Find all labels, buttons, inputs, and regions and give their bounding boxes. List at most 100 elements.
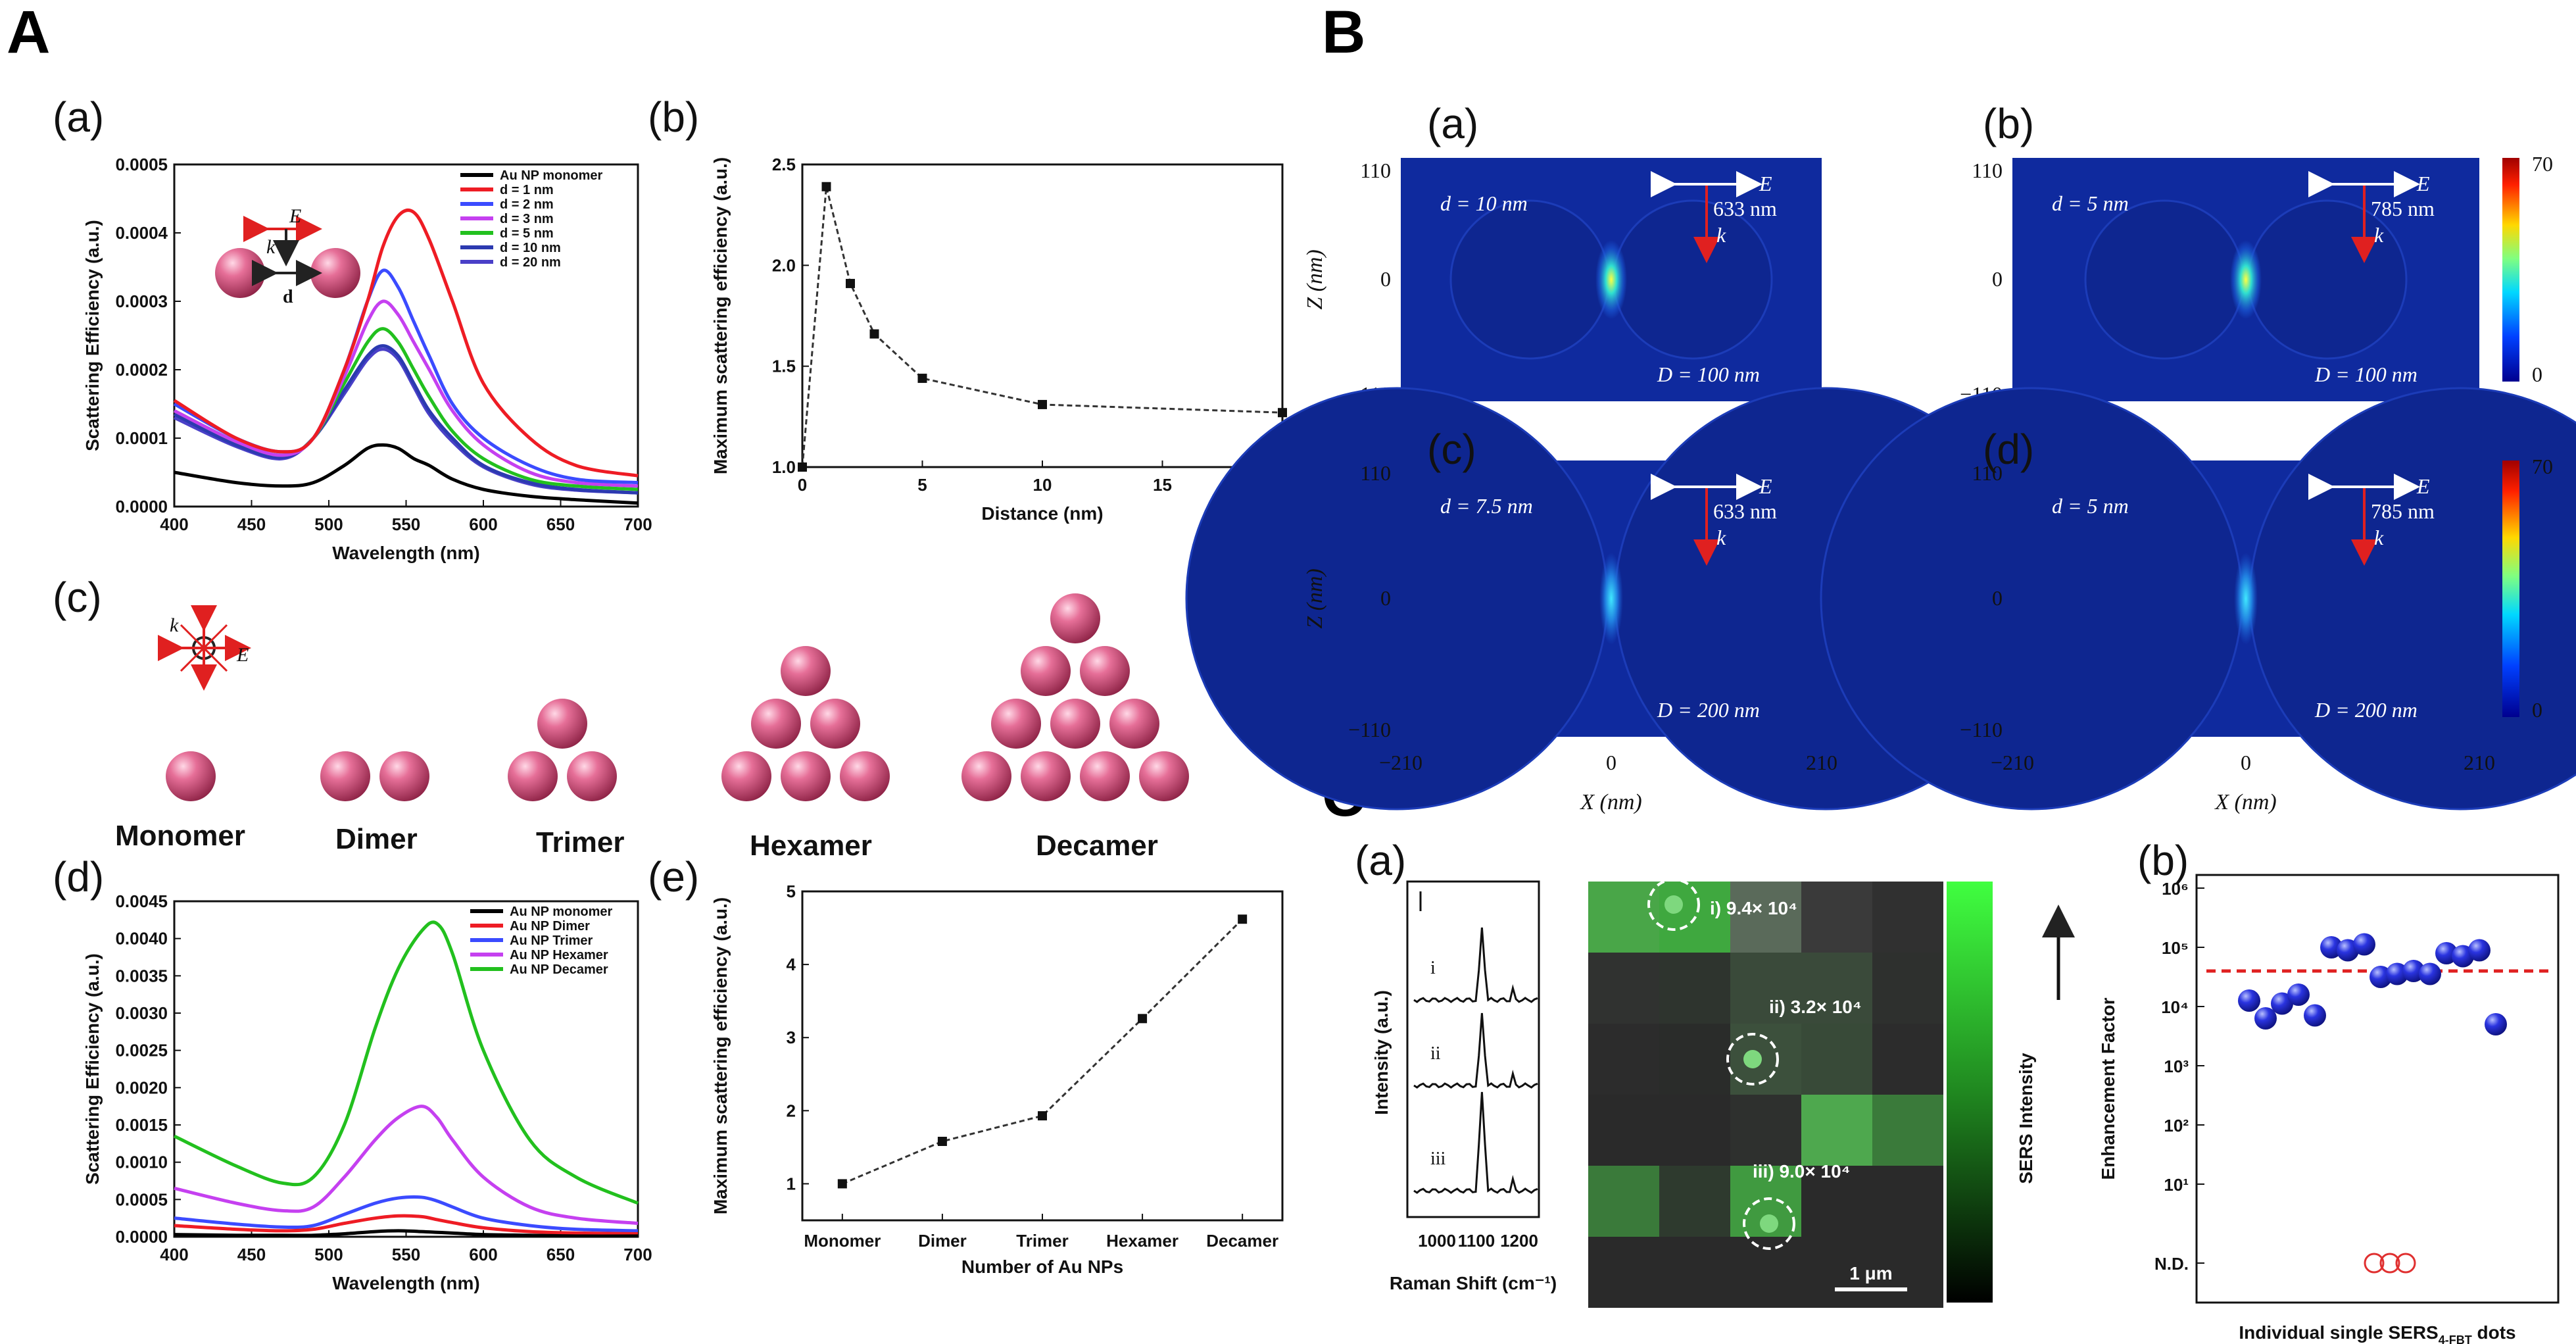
y-axis-label: Maximum scattering efficiency (a.u.) [710,897,731,1214]
series-line [173,920,639,1205]
sers-map-pixel [1872,1095,1943,1166]
x-axis-label: Individual single SERS4-FBT dots [2239,1322,2515,1344]
z-tick-label: −110 [1348,718,1391,741]
sers-map-pixel [1801,1024,1872,1095]
sers-map-pixel [1659,953,1730,1024]
sers-map-pixel [1659,1095,1730,1166]
sers-map-pixel [1588,1024,1659,1095]
hot-spot [2230,240,2262,319]
y-axis-label: Intensity (a.u.) [1371,990,1392,1115]
data-point [798,462,807,472]
ef-data-point [2238,989,2260,1012]
y-tick-label: 0.0035 [115,966,168,985]
series-line [174,443,639,505]
legend-entry: Au NP Dimer [510,919,590,933]
colorbar [2502,460,2519,717]
hot-spot [1599,553,1623,645]
field-map-label: (b) [1983,100,2034,147]
y-axis-label: Scattering Efficiency (a.u.) [82,220,103,451]
series-line [173,209,639,478]
x-tick-label: 1000 [1418,1231,1456,1251]
nanoparticle-sphere [721,751,771,801]
subpanel-label-b: (b) [648,93,699,141]
x-axis-label: Wavelength (nm) [332,543,480,563]
panel-label-B: B [1322,0,1365,66]
y-tick-label: 0.0030 [115,1003,168,1023]
nanoparticle-sphere [1139,751,1189,801]
sers-map-pixel [1730,953,1801,1024]
x-tick-label: 700 [623,1245,652,1264]
e-label: E [2416,172,2430,195]
x-tick-label: 500 [314,1245,343,1264]
label-monomer: Monomer [115,820,245,852]
sers-map-pixel [1872,1237,1943,1308]
x-tick-label: Hexamer [1106,1231,1179,1251]
y-tick-label: 0.0003 [115,291,168,311]
x-tick-label: 450 [237,514,266,534]
colorbar [2502,158,2519,382]
y-axis-label: Maximum scattering efficiency (a.u.) [710,157,731,474]
nanoparticle-sphere [1109,699,1159,749]
y-tick-label: 0.0000 [115,1227,168,1247]
legend-entry: d = 2 nm [500,197,554,212]
y-tick-label: 2 [787,1101,796,1120]
series-line [173,299,639,488]
data-point [1238,914,1248,924]
nanoparticle-sphere [961,751,1011,801]
x-tick-label: Decamer [1206,1231,1278,1251]
z-tick-label: 110 [1360,159,1391,182]
y-tick-label: 0.0005 [115,155,168,174]
particle-outline [1449,199,1610,360]
nanoparticle-sphere [1021,646,1071,696]
y-tick-label: 5 [787,882,796,901]
x-tick-label: Dimer [918,1231,967,1251]
scale-bar-label: 1 μm [1849,1263,1892,1283]
sers-map-pixel [1872,882,1943,953]
x-tick-label: 550 [392,1245,420,1264]
x-axis-label: Number of Au NPs [961,1257,1123,1277]
diameter-value: D = 200 nm [2314,698,2418,722]
dimer-inset: E k d [215,205,360,307]
x-tick-label: 15 [1153,475,1172,495]
y-tick-label: 1.0 [772,457,796,477]
colorbar-min: 0 [2532,698,2542,722]
legend-entry: d = 3 nm [500,212,554,226]
hot-spot [1595,240,1627,319]
legend-entry: Au NP monomer [500,168,603,183]
e-label: E [1759,172,1772,195]
y-tick-label: 0.0004 [115,223,168,243]
y-axis-label: Scattering Efficiency (a.u.) [82,953,103,1185]
e-label: E [1759,474,1772,498]
k-label: k [266,236,276,258]
subpanel-label-d: (d) [53,853,104,901]
nanoparticle-sphere [1050,699,1100,749]
x-tick-label: Monomer [804,1231,881,1251]
wavelength-value: 633 nm [1713,197,1777,220]
y-tick-label: 4 [787,955,796,974]
sers-dot-highlight [1726,1033,1779,1085]
y-tick-label: 10¹ [2164,1175,2189,1195]
plot-frame [801,163,1284,468]
colorbar-max: 70 [2532,152,2553,176]
sers-map-pixel [1730,882,1801,953]
e-label: E [236,644,249,666]
nanoparticle-sphere [567,751,617,801]
series-line [173,344,639,495]
e-label: E [289,205,301,227]
legend-entry: d = 10 nm [500,241,561,255]
z-tick-label: 110 [1360,461,1391,485]
colorbar-max: 70 [2532,455,2553,478]
x-tick-label: 450 [237,1245,266,1264]
particle-outline [1185,387,1609,810]
legend-entry: d = 20 nm [500,255,561,270]
y-tick-label: N.D. [2154,1254,2189,1274]
z-tick-label: 0 [1992,267,2003,291]
nanoparticle-sphere [1080,646,1130,696]
x-tick-label: 650 [547,1245,575,1264]
e-label: E [2416,474,2430,498]
sers-map-pixel [1730,1095,1801,1166]
